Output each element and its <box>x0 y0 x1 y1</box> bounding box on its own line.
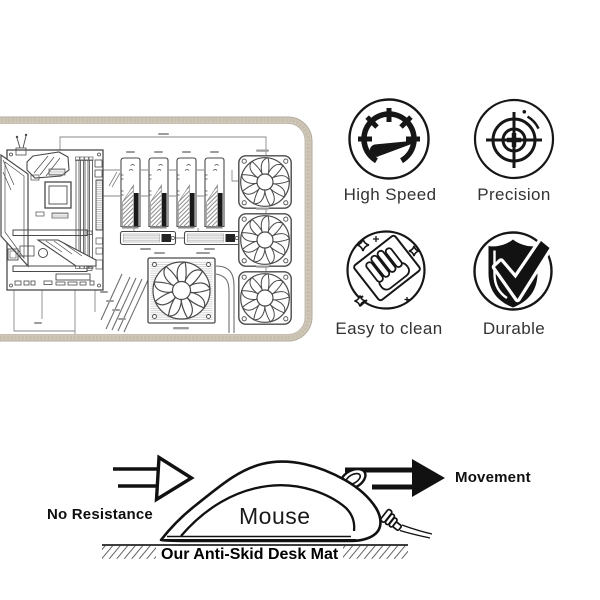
crosshair-target-icon <box>473 98 555 180</box>
mousepad-illustration <box>0 116 313 342</box>
no-resistance-label: No Resistance <box>47 506 153 523</box>
psu-cables <box>100 265 235 333</box>
feature-label-precision: Precision <box>477 185 551 204</box>
case-fans-drawing <box>239 156 291 324</box>
cable-plug <box>379 508 403 532</box>
psu-drawing <box>147 257 216 324</box>
pad-print <box>0 133 291 334</box>
feature-label-easy-to-clean: Easy to clean <box>335 319 443 338</box>
feature-icons <box>346 98 555 311</box>
mouse-label: Mouse <box>239 503 311 529</box>
speedometer-icon <box>348 98 430 180</box>
print-label-marks <box>34 133 269 330</box>
motion-arrow-left <box>113 454 195 503</box>
shield-check-icon <box>473 231 553 311</box>
mouse-illustration <box>159 460 433 543</box>
motherboard-drawing <box>0 133 104 291</box>
hand-wipe-icon <box>346 230 426 310</box>
feature-label-high-speed: High Speed <box>343 185 437 204</box>
sparkle-icons <box>354 238 420 307</box>
movement-label: Movement <box>455 469 531 486</box>
feature-label-durable: Durable <box>482 319 546 338</box>
anti-skid-caption: Our Anti-Skid Desk Mat <box>156 546 344 564</box>
